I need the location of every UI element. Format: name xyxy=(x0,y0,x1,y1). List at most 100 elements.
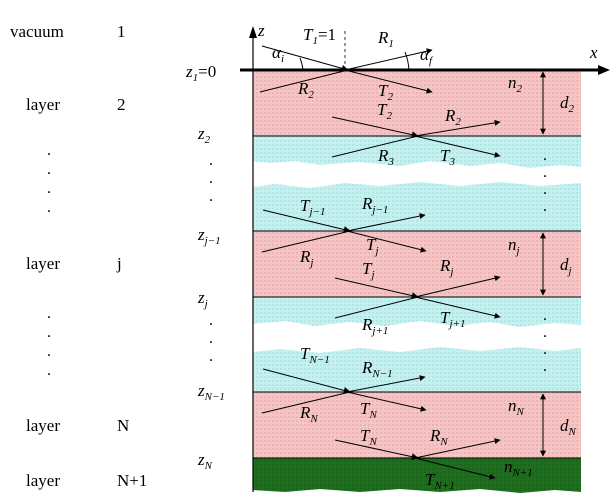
row-name-layer-j: layer xyxy=(26,254,60,273)
row-index-layer-j: j xyxy=(116,254,122,273)
index-label-nN: nN xyxy=(508,396,525,418)
ray-T1 xyxy=(261,45,349,72)
z-axis-arrowhead xyxy=(249,26,257,38)
wave-label-TNm1: TN−1 xyxy=(300,344,330,366)
ray-R1 xyxy=(344,48,433,71)
svg-text:.: . xyxy=(543,341,547,358)
layer-j-region xyxy=(253,231,581,297)
ray-TNp1-out xyxy=(414,457,496,480)
ray-TNm1-in xyxy=(262,368,351,394)
ray-T3-out xyxy=(414,135,501,158)
thickness-label-d2: d2 xyxy=(560,93,575,115)
wave-labels: T1=1 R1 R2 T2 T2 R2 R3 T3 Tj−1 Rj−1 Rj T… xyxy=(297,25,465,492)
svg-text:.: . xyxy=(47,199,51,216)
wave-label-TN-b: TN xyxy=(360,426,377,448)
layer-n-region xyxy=(253,392,581,458)
svg-text:.: . xyxy=(543,198,547,215)
wave-label-RN: RN xyxy=(299,403,318,425)
incident-angle-arc xyxy=(299,57,304,71)
svg-text:.: . xyxy=(543,307,547,324)
svg-text:.: . xyxy=(209,330,213,347)
wave-label-R2: R2 xyxy=(297,79,314,101)
wave-label-Tjp1: Tj+1 xyxy=(440,308,465,330)
left-column: vacuum 1 layer 2 layer j layer N layer N… xyxy=(10,22,147,490)
svg-text:.: . xyxy=(209,188,213,205)
wave-label-Rj: Rj xyxy=(299,247,313,269)
wave-label-Rj-b: Rj xyxy=(439,256,453,278)
ray-Tj-in xyxy=(334,277,419,300)
layer-nm1-region xyxy=(253,347,581,392)
angle-label-final: αf xyxy=(420,45,434,67)
layer-jp1-region xyxy=(253,297,581,327)
interface-label-znm1: zN−1 xyxy=(197,381,225,403)
substrate-region xyxy=(253,458,581,493)
wave-label-TNp1: TN+1 xyxy=(425,470,455,492)
wave-label-Tj-a: Tj xyxy=(366,235,379,257)
ray-TN-in xyxy=(334,439,419,461)
row-index-layer-n: N xyxy=(117,416,129,435)
index-label-nNp1: nN+1 xyxy=(504,457,533,479)
ray-R3-in xyxy=(331,135,419,158)
wave-label-Rjp1: Rj+1 xyxy=(361,315,388,337)
interface-label-zj: zj xyxy=(197,288,208,310)
wave-label-R3: R3 xyxy=(377,146,394,168)
row-name-layer-2: layer xyxy=(26,95,60,114)
thickness-label-dN: dN xyxy=(560,416,577,438)
wave-label-T1: T1=1 xyxy=(303,25,336,47)
svg-text:.: . xyxy=(47,161,51,178)
layer-jm1-region xyxy=(253,182,581,231)
z-axis-label: z xyxy=(257,21,265,40)
svg-text:.: . xyxy=(47,362,51,379)
ray-R2-out xyxy=(414,119,501,137)
interface-labels: z1=0 z2 zj−1 zj zN−1 zN xyxy=(185,62,225,472)
thickness-label-dj: dj xyxy=(560,255,572,277)
wave-label-T2-a: T2 xyxy=(378,81,393,103)
x-axis-arrowhead xyxy=(598,65,610,75)
ray-Rjp1-in xyxy=(334,296,419,319)
ray-Tjp1-out xyxy=(414,296,501,319)
wave-label-Tjm1: Tj−1 xyxy=(300,196,325,218)
ray-R2-up xyxy=(259,69,349,93)
index-label-nj: nj xyxy=(508,235,520,257)
svg-text:.: . xyxy=(209,348,213,365)
ray-Tjm1-in xyxy=(262,209,351,233)
svg-text:.: . xyxy=(209,152,213,169)
wave-label-RN-b: RN xyxy=(429,426,448,448)
svg-text:.: . xyxy=(209,312,213,329)
svg-text:.: . xyxy=(47,305,51,322)
row-name-vacuum: vacuum xyxy=(10,22,64,41)
svg-text:.: . xyxy=(543,147,547,164)
x-axis-label: x xyxy=(589,43,598,62)
row-index-vacuum: 1 xyxy=(117,22,126,41)
final-angle-arc xyxy=(404,51,410,71)
wave-label-RNm1: RN−1 xyxy=(361,358,393,380)
angle-label-incident: αi xyxy=(272,43,284,65)
layer-3-region xyxy=(253,136,581,168)
svg-text:.: . xyxy=(543,324,547,341)
ray-RNm1-out xyxy=(346,375,426,393)
svg-text:.: . xyxy=(47,324,51,341)
interface-label-zn: zN xyxy=(197,450,213,472)
ray-Rj-out xyxy=(414,275,501,298)
interface-label-zjm1: zj−1 xyxy=(197,225,221,247)
row-name-substrate: layer xyxy=(26,471,60,490)
svg-text:.: . xyxy=(47,343,51,360)
svg-text:.: . xyxy=(209,170,213,187)
interface-label-z2: z2 xyxy=(197,124,211,146)
wave-label-R2-b: R2 xyxy=(444,106,461,128)
svg-text:.: . xyxy=(47,180,51,197)
index-label-n2: n2 xyxy=(508,73,523,95)
angle-labels: αi αf xyxy=(272,43,434,67)
ray-RN-in xyxy=(261,391,351,414)
layer-labels: n2 d2 nj dj nN dN nN+1 xyxy=(504,73,577,479)
wave-label-T3: T3 xyxy=(440,146,455,168)
ray-Rjm1-out xyxy=(346,213,426,232)
ray-T2-down xyxy=(344,69,433,94)
ray-TN-out xyxy=(346,391,427,412)
wave-label-Rjm1: Rj−1 xyxy=(361,194,388,216)
svg-text:.: . xyxy=(543,164,547,181)
layer-stack xyxy=(253,70,581,493)
ray-T2-in xyxy=(331,116,419,139)
row-index-layer-2: 2 xyxy=(117,95,126,114)
